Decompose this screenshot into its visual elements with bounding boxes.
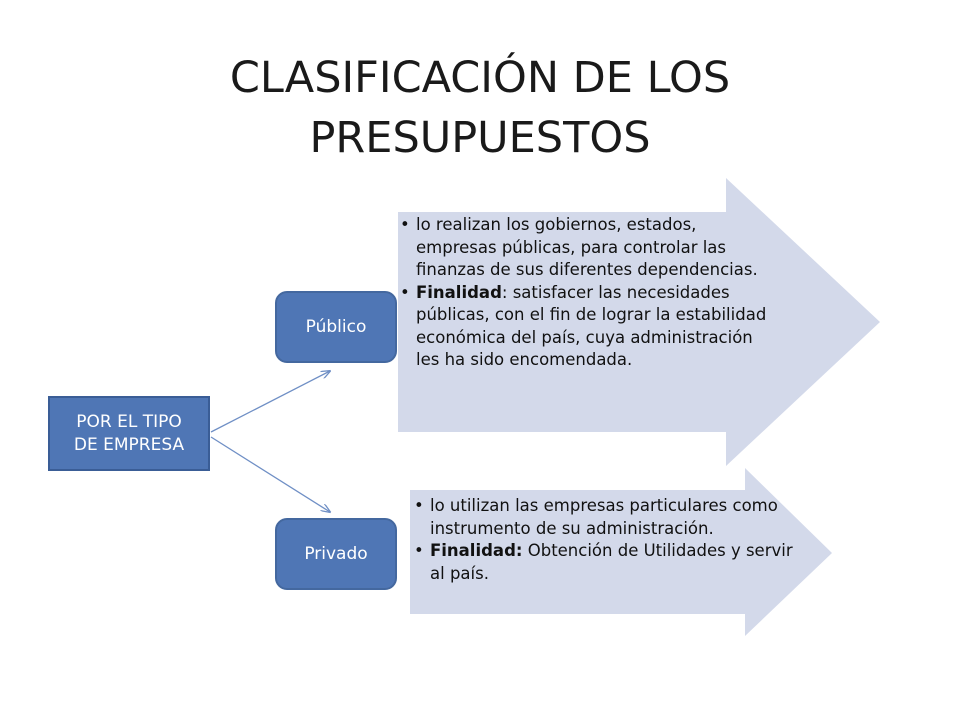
publico-bullet-1-text: lo realizan los gobiernos, estados, empr… [416, 215, 758, 279]
connector-to-publico [210, 371, 330, 433]
privado-bullet-2-text: Obtención de Utilidades y servir al país… [430, 541, 793, 583]
connector-to-privado [210, 436, 330, 512]
publico-bullet-2-bold: Finalidad [416, 282, 502, 302]
privado-detail-bullet-1: lo utilizan las empresas particulares co… [414, 495, 794, 540]
privado-detail-list: lo utilizan las empresas particulares co… [414, 495, 794, 585]
root-node-line-2: DE EMPRESA [73, 434, 185, 455]
privado-detail-bullet-2: Finalidad: Obtención de Utilidades y ser… [414, 540, 794, 585]
slide-title-line-1: CLASIFICACIÓN DE LOS [229, 53, 731, 103]
branch-node-privado: Privado [275, 518, 397, 590]
slide-title: CLASIFICACIÓN DE LOS PRESUPUESTOS [0, 48, 960, 168]
publico-bullet-2-text: : satisfacer las necesidades públicas, c… [416, 282, 767, 370]
privado-bullet-2-bold: Finalidad: [430, 541, 523, 560]
privado-bullet-1-text: lo utilizan las empresas particulares co… [430, 496, 778, 538]
publico-detail-list: lo realizan los gobiernos, estados, empr… [400, 214, 780, 372]
branch-node-publico-label: Público [305, 316, 367, 337]
branch-node-publico: Público [275, 291, 397, 363]
slide-title-line-2: PRESUPUESTOS [309, 113, 651, 163]
publico-detail-bullet-1: lo realizan los gobiernos, estados, empr… [400, 214, 780, 282]
branch-node-privado-label: Privado [304, 543, 368, 564]
root-node-tipo-empresa: POR EL TIPO DE EMPRESA [48, 396, 210, 471]
publico-detail-bullet-2: Finalidad: satisfacer las necesidades pú… [400, 282, 780, 372]
root-node-line-1: POR EL TIPO [76, 411, 182, 432]
